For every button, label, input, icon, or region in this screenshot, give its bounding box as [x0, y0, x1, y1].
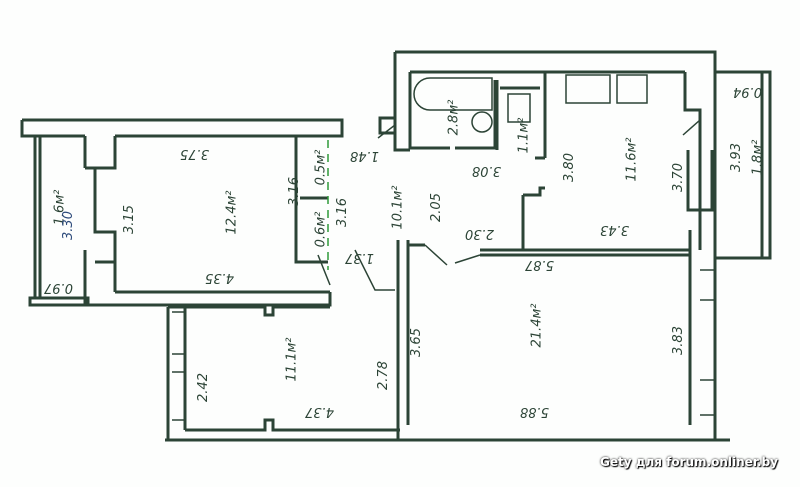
wall-left-top — [20, 118, 344, 138]
wall-room1 — [85, 136, 332, 307]
balcony-right-width: 0.94 — [733, 84, 762, 99]
wall-hall-living — [396, 240, 690, 440]
wall-right — [165, 72, 730, 442]
kitchen-sink — [565, 74, 611, 104]
closet2-area: 0.6м² — [313, 211, 329, 248]
balcony-left-length: 3.30 — [60, 211, 76, 240]
window-living — [700, 269, 715, 416]
kitchen-corridor: 2.30 — [465, 226, 494, 241]
room2-width: 4.37 — [305, 404, 334, 419]
room2-area: 11.1м² — [284, 337, 300, 382]
bath-width: 3.08 — [472, 163, 501, 178]
balcony-right-length: 3.93 — [728, 143, 744, 172]
hall-entry: 1.48 — [350, 148, 379, 163]
hall-length: 3.16 — [334, 198, 350, 227]
room2-length-right: 2.78 — [375, 361, 391, 390]
wall-kitchen — [521, 72, 702, 250]
room1-width-bottom: 4.35 — [205, 270, 234, 285]
kitchen-length: 3.70 — [670, 163, 686, 192]
balcony-left-width: 0.97 — [44, 280, 73, 295]
wall-bath — [408, 70, 685, 160]
bath-area: 2.8м² — [446, 99, 462, 136]
living-width-bottom: 5.88 — [520, 404, 549, 419]
wc-area: 1.1м² — [516, 117, 532, 154]
wall-top-outer — [378, 50, 717, 152]
living-right: 3.83 — [670, 326, 686, 355]
balcony-right-area: 1.8м² — [750, 139, 766, 176]
kitchen-width: 3.43 — [600, 222, 629, 237]
door-swings — [317, 124, 481, 291]
hall-passage: 1.37 — [345, 250, 374, 265]
room2-length-left: 2.42 — [195, 373, 211, 402]
watermark: Gety для forum.onliner.by — [600, 455, 778, 469]
balcony-right — [715, 70, 772, 260]
room1-width-top: 3.75 — [180, 146, 209, 161]
hall-area: 10.1м² — [390, 185, 406, 230]
room1-area: 12.4м² — [224, 190, 240, 235]
window-room2 — [172, 311, 185, 421]
kitchen-diagonal: 3.80 — [561, 153, 577, 182]
closet1-area: 0.5м² — [313, 149, 329, 186]
wall-room1-left — [83, 136, 117, 305]
living-left: 3.65 — [408, 328, 424, 357]
hall-width: 2.05 — [428, 193, 444, 222]
living-width-top: 5.87 — [525, 257, 554, 272]
living-area: 21.4м² — [529, 303, 545, 348]
kitchen-area: 11.6м² — [624, 137, 640, 182]
bathtub — [413, 77, 493, 111]
sink — [471, 111, 493, 133]
toilet — [507, 93, 531, 123]
room1-length: 3.15 — [121, 205, 137, 234]
stove — [616, 74, 648, 104]
closet-length: 3.16 — [286, 177, 302, 206]
wall-room2 — [166, 305, 400, 440]
kitchen-door — [682, 119, 701, 136]
